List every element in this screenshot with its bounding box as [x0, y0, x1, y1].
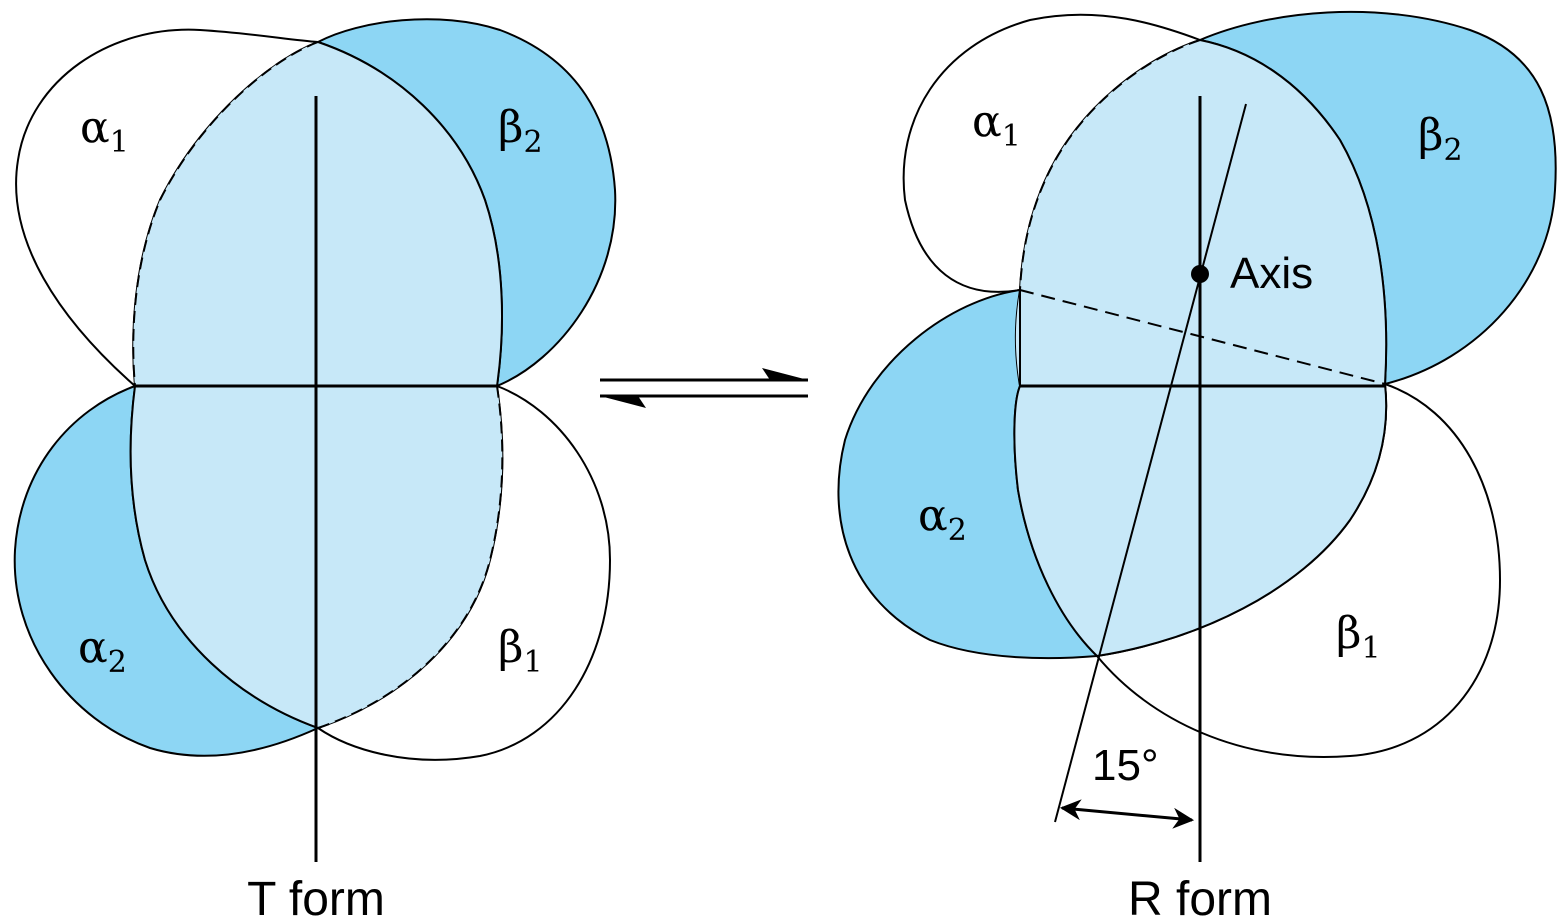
t-beta2-label: β2 [498, 102, 543, 160]
t-alpha1-dashed-edge [132, 41, 319, 387]
r-form-panel: α1 β2 α2 β1 Axis 15° R form [837, 10, 1557, 922]
r-beta1-label: β1 [1336, 608, 1381, 666]
r-alpha1-label: α1 [972, 96, 1021, 154]
t-form-panel: α1 β2 α2 β1 T form [13, 18, 617, 922]
r-alpha2-label: α2 [918, 490, 967, 548]
t-alpha2-label: α2 [78, 622, 127, 680]
r-body-lower-outline [1096, 383, 1388, 657]
t-beta1-outline [129, 385, 319, 729]
r-axis-point [1191, 265, 1209, 283]
r-tilted-axis [1054, 103, 1247, 823]
r-alpha2-inner-outline [1013, 385, 1098, 657]
r-beta2-label: β2 [1418, 110, 1463, 168]
r-axis-label: Axis [1230, 249, 1313, 298]
r-dashed-diagonal [1019, 289, 1386, 385]
t-alpha1-outline [317, 41, 503, 387]
r-angle-arrow [1059, 799, 1195, 829]
t-alpha1-label: α1 [80, 102, 129, 160]
r-body-right-outline [1199, 39, 1388, 385]
r-alpha1-dashed-edge [1019, 39, 1201, 291]
equilibrium-arrows-icon [600, 368, 808, 408]
t-form-caption: T form [247, 873, 385, 922]
t-beta1-dashed-edge [317, 385, 504, 729]
r-angle-label: 15° [1092, 741, 1159, 790]
r-form-caption: R form [1128, 873, 1272, 922]
t-beta1-label: β1 [498, 622, 543, 680]
